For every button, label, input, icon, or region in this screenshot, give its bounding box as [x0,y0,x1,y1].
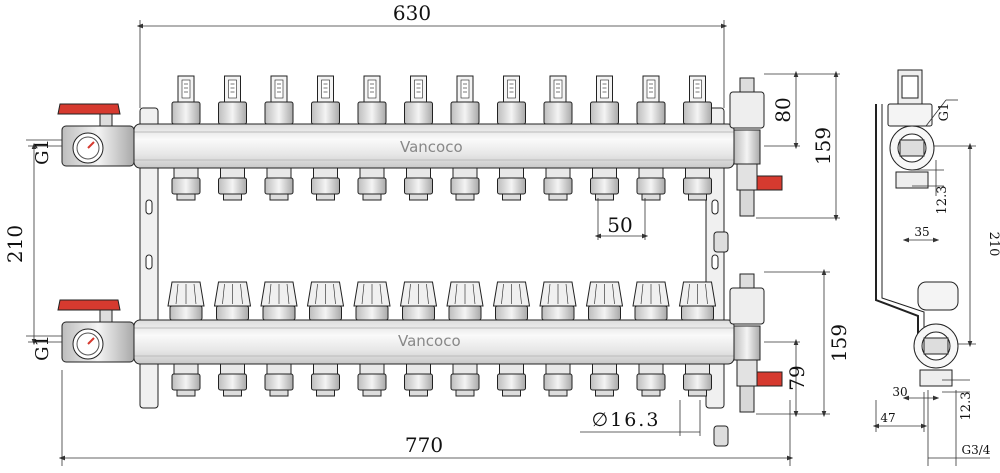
valve-cap [539,281,577,321]
thread-g1-upper: G1 [32,139,53,165]
upper-outlet-fitting [636,167,666,201]
upper-outlet-fitting [311,167,340,201]
flowmeter [497,75,526,125]
side-view-dimension-lines [872,99,990,466]
upper-inlet-ball-valve [57,103,135,167]
dim-159-upper: 159 [811,127,835,165]
side-thread-g1: G1 [937,103,952,122]
flowmeter [683,75,712,125]
flowmeter [218,75,247,125]
valve-cap-row [167,281,717,321]
valve-cap [678,281,717,321]
brand-label-lower: Vancoco [398,332,461,350]
flowmeter [171,75,201,125]
valve-cap [399,281,438,321]
side-thread-g3-4: G3/4 [962,443,991,457]
upper-outlet-fitting [590,167,619,201]
side-drain-handle-lower [713,425,729,447]
flowmeter [264,75,294,125]
flowmeter [543,75,573,125]
valve-cap [632,281,670,321]
valve-cap [306,281,345,321]
valve-cap [167,281,205,321]
upper-outlet-fitting [450,167,480,201]
dim-210-left: 210 [3,225,27,263]
lower-inlet-ball-valve [57,299,135,363]
upper-outlet-fitting [543,167,573,201]
side-drain-handle-upper [713,231,729,253]
flowmeter [357,75,387,125]
upper-outlet-fitting [264,167,294,201]
side-dim-210: 210 [986,232,1000,257]
flowmeter [590,75,619,125]
lower-end-assembly [729,273,783,413]
upper-outlet-fitting [357,167,387,201]
lower-outlet-fitting [497,363,526,397]
valve-cap [260,281,298,321]
lower-outlet-fitting [264,363,294,397]
lower-outlet-fitting [218,363,247,397]
upper-outlet-row [171,167,712,201]
lower-outlet-fitting [311,363,340,397]
lower-outlet-fitting [450,363,480,397]
flowmeter-row [171,75,712,125]
valve-cap [492,281,531,321]
side-dim-47: 47 [880,411,895,425]
flowmeter [450,75,480,125]
lower-outlet-fitting [590,363,619,397]
lower-outlet-row [171,363,712,397]
side-dim-30: 30 [892,385,907,399]
side-dim-35: 35 [914,225,929,239]
thread-g1-lower: G1 [32,335,53,361]
lower-outlet-fitting [404,363,433,397]
dim-80: 80 [771,97,795,122]
side-dim-12-3-lower: 12.3 [959,392,974,421]
upper-outlet-fitting [404,167,433,201]
dim-diameter: ∅16.3 [592,409,661,431]
side-dim-12-3-upper: 12.3 [935,186,950,215]
flowmeter [636,75,666,125]
lower-outlet-fitting [543,363,573,397]
dim-770: 770 [405,433,443,457]
upper-end-assembly [729,77,783,217]
dim-79: 79 [785,365,809,390]
dim-159-lower: 159 [827,324,851,362]
lower-outlet-fitting [171,363,201,397]
upper-outlet-fitting [171,167,201,201]
brand-label-upper: Vancoco [400,138,463,156]
upper-outlet-fitting [683,167,712,201]
dimension-lines [26,20,840,466]
flowmeter [311,75,340,125]
lower-outlet-fitting [636,363,666,397]
upper-outlet-fitting [497,167,526,201]
valve-cap [446,281,484,321]
dim-630: 630 [393,1,431,25]
valve-cap [213,281,252,321]
upper-outlet-fitting [218,167,247,201]
lower-outlet-fitting [683,363,712,397]
valve-cap [353,281,391,321]
side-view [875,69,959,387]
flowmeter [404,75,433,125]
dim-50: 50 [607,213,632,237]
valve-cap [585,281,624,321]
lower-outlet-fitting [357,363,387,397]
